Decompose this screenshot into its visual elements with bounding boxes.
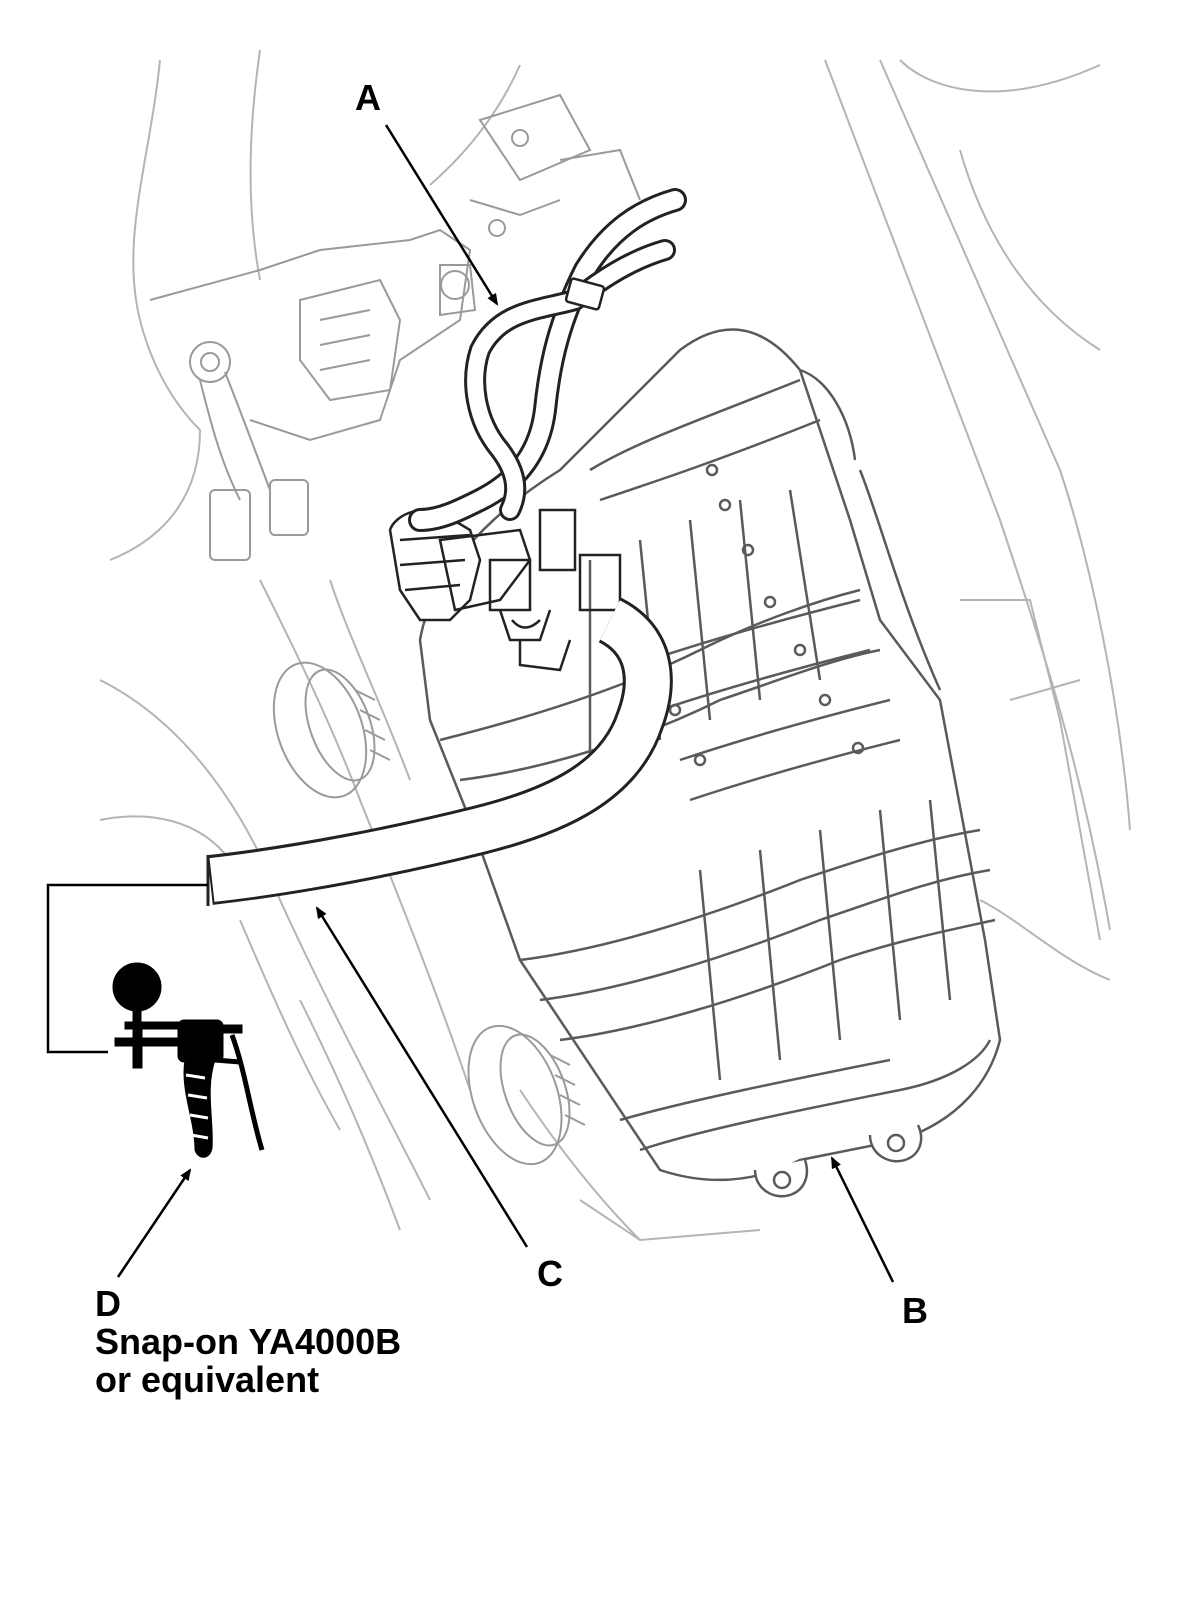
arrow-d: [116, 1168, 192, 1278]
callout-d-block: D Snap-on YA4000B or equivalent: [95, 1285, 401, 1399]
callout-c-label: C: [537, 1253, 563, 1294]
test-connection-line: [46, 883, 208, 1054]
arrow-c: [315, 906, 529, 1248]
arrow-b: [830, 1156, 895, 1283]
arrow-a: [384, 124, 499, 306]
callout-b-label: B: [902, 1290, 928, 1331]
engine-components: [149, 93, 641, 561]
callout-a-label: A: [355, 77, 381, 118]
evap-canister: [418, 328, 1002, 1198]
hose-a: [408, 188, 687, 532]
vehicle-body-background: [99, 49, 1131, 1242]
tool-equivalent-label: or equivalent: [95, 1359, 320, 1400]
canister-ports: [388, 508, 622, 672]
hose-c: [206, 597, 673, 906]
vacuum-pump-tool: [112, 962, 265, 1158]
tool-name-label: Snap-on YA4000B: [95, 1321, 402, 1362]
leader-arrows: [116, 124, 895, 1283]
callout-d-label: D: [95, 1283, 121, 1324]
mount-bushings: [272, 661, 586, 1166]
